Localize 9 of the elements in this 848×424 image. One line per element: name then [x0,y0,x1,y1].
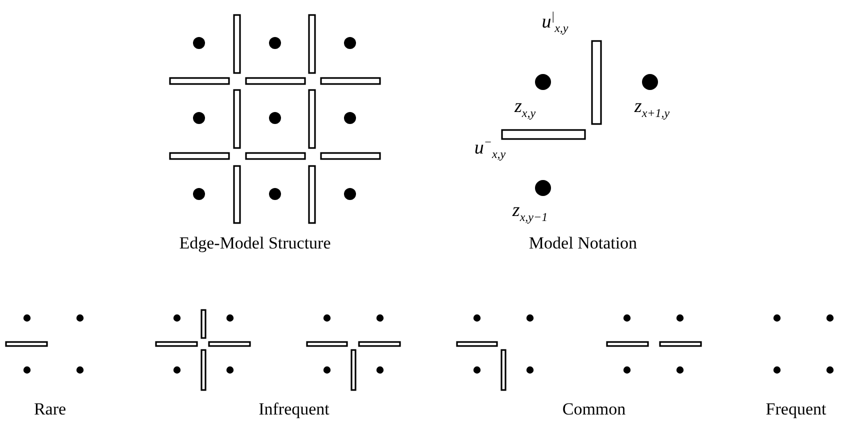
caption: Rare [34,400,66,418]
variable-label: z$_{x,y}$ [514,97,536,119]
caption: Common [562,400,626,418]
variable-label: z$_{x,y−1}$ [512,201,548,223]
caption: Frequent [766,400,826,418]
caption: Infrequent [258,400,330,418]
caption: Model Notation [528,234,638,252]
caption: Edge-Model Structure [179,234,331,252]
variable-label: z$_{x+1,y}$ [634,97,670,119]
